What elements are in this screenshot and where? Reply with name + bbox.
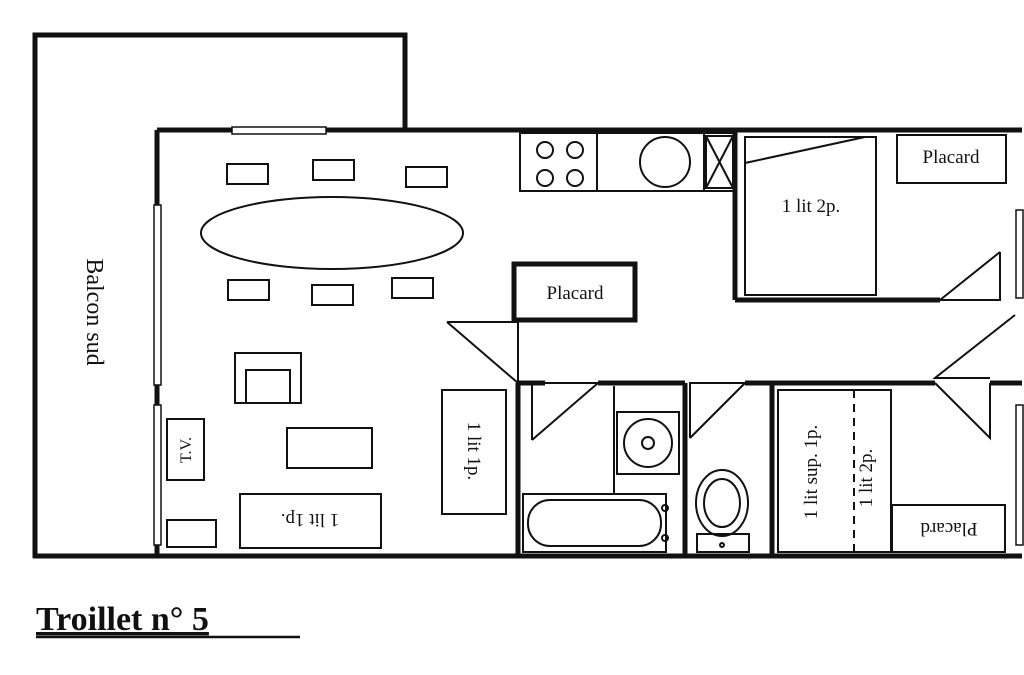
balcony-label: Balcon sud: [81, 258, 107, 365]
tv-unit: [166, 418, 205, 481]
window-left: [153, 204, 162, 546]
bed-living-mid: [441, 389, 507, 515]
balcony: [32, 32, 408, 558]
bathtub-icon: [522, 493, 669, 553]
armchair-icon: [234, 352, 302, 404]
closet-center-label: Placard: [547, 283, 604, 304]
stove-icon: [536, 141, 584, 187]
window-top: [231, 126, 327, 135]
bed-living-bottom: [239, 493, 382, 549]
closet-bottom-right-label: Placard: [920, 518, 977, 539]
coffee-table: [286, 427, 373, 469]
bed-bottom-right-a-label: 1 lit sup. 1p.: [801, 425, 822, 519]
plan-title: Troillet n° 5: [36, 601, 209, 638]
dining-chairs: [226, 159, 448, 306]
closet-center: [511, 261, 638, 323]
kitchen-counter: [519, 132, 736, 192]
tv-label: T.V.: [178, 437, 195, 463]
window-right: [1015, 209, 1024, 546]
toilet-icon: [695, 469, 750, 553]
closet-top-right: [896, 134, 1007, 184]
fridge-icon: [705, 135, 734, 189]
bed-bottom-right-b-label: 1 lit 2p.: [856, 449, 877, 508]
sink-icon: [639, 136, 691, 188]
closet-bottom-right: [891, 504, 1006, 553]
bed-living-bottom-label: 1 lit 1p.: [281, 509, 340, 530]
bed-top-right-label: 1 lit 2p.: [782, 196, 841, 217]
washbasin-icon: [616, 411, 680, 475]
side-cabinet: [166, 519, 217, 548]
dining-table: [200, 196, 464, 270]
bed-bottom-right: [777, 389, 892, 553]
closet-top-right-label: Placard: [923, 147, 980, 168]
bed-living-mid-label: 1 lit 1p.: [463, 422, 484, 481]
bed-top-right: [744, 136, 877, 296]
